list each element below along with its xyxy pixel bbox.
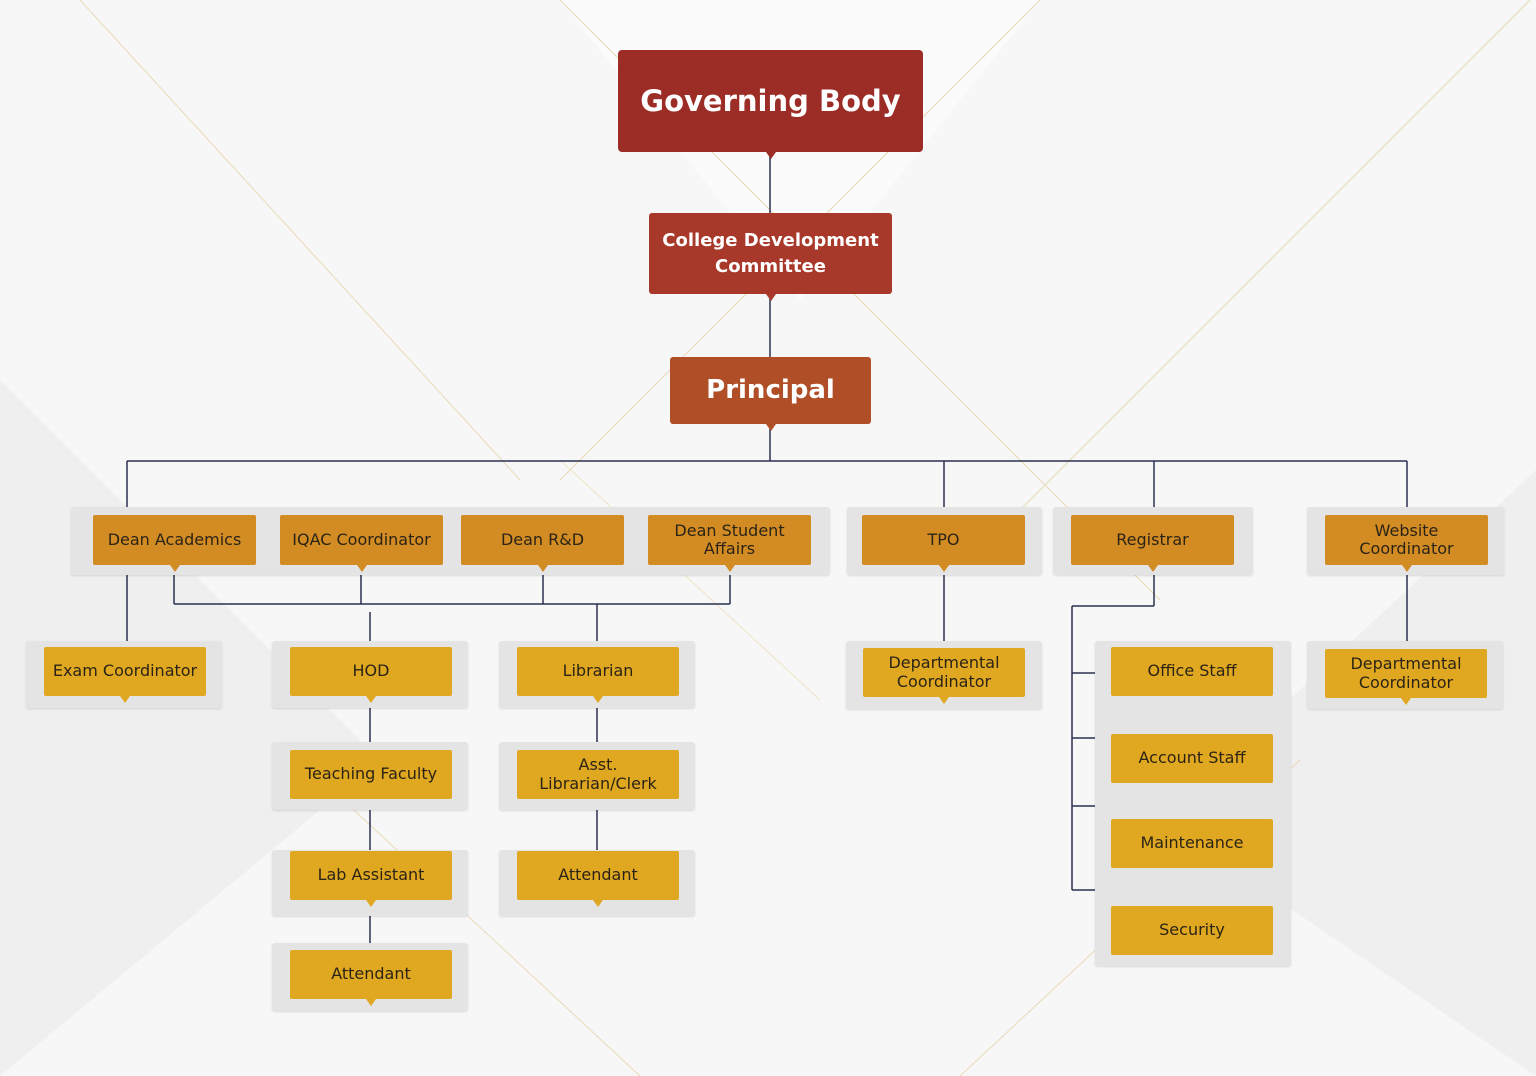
node-librarian: Librarian xyxy=(517,647,679,703)
node-registrar: Registrar xyxy=(1071,515,1234,572)
node-departmental-coordinator-tpo: Departmental Coordinator xyxy=(863,648,1025,704)
node-attendant-hod: Attendant xyxy=(290,950,452,1006)
node-departmental-coordinator-website: Departmental Coordinator xyxy=(1325,649,1487,705)
node-dean-student-affairs: Dean Student Affairs xyxy=(648,515,811,572)
node-teaching-faculty: Teaching Faculty xyxy=(290,750,452,799)
node-iqac-coordinator: IQAC Coordinator xyxy=(280,515,443,572)
node-tpo: TPO xyxy=(862,515,1025,572)
node-website-coordinator: Website Coordinator xyxy=(1325,515,1488,572)
node-maintenance: Maintenance xyxy=(1111,819,1273,868)
node-college-development-committee: College Development Committee xyxy=(649,213,892,301)
node-office-staff: Office Staff xyxy=(1111,647,1273,696)
node-dean-rd: Dean R&D xyxy=(461,515,624,572)
node-asst-librarian-clerk: Asst. Librarian/Clerk xyxy=(517,750,679,799)
node-dean-academics: Dean Academics xyxy=(93,515,256,572)
node-lab-assistant: Lab Assistant xyxy=(290,851,452,907)
node-hod: HOD xyxy=(290,647,452,703)
node-account-staff: Account Staff xyxy=(1111,734,1273,783)
node-governing-body: Governing Body xyxy=(618,50,923,159)
node-security: Security xyxy=(1111,906,1273,955)
node-attendant-library: Attendant xyxy=(517,851,679,907)
node-principal: Principal xyxy=(670,357,871,431)
node-exam-coordinator: Exam Coordinator xyxy=(44,647,206,703)
